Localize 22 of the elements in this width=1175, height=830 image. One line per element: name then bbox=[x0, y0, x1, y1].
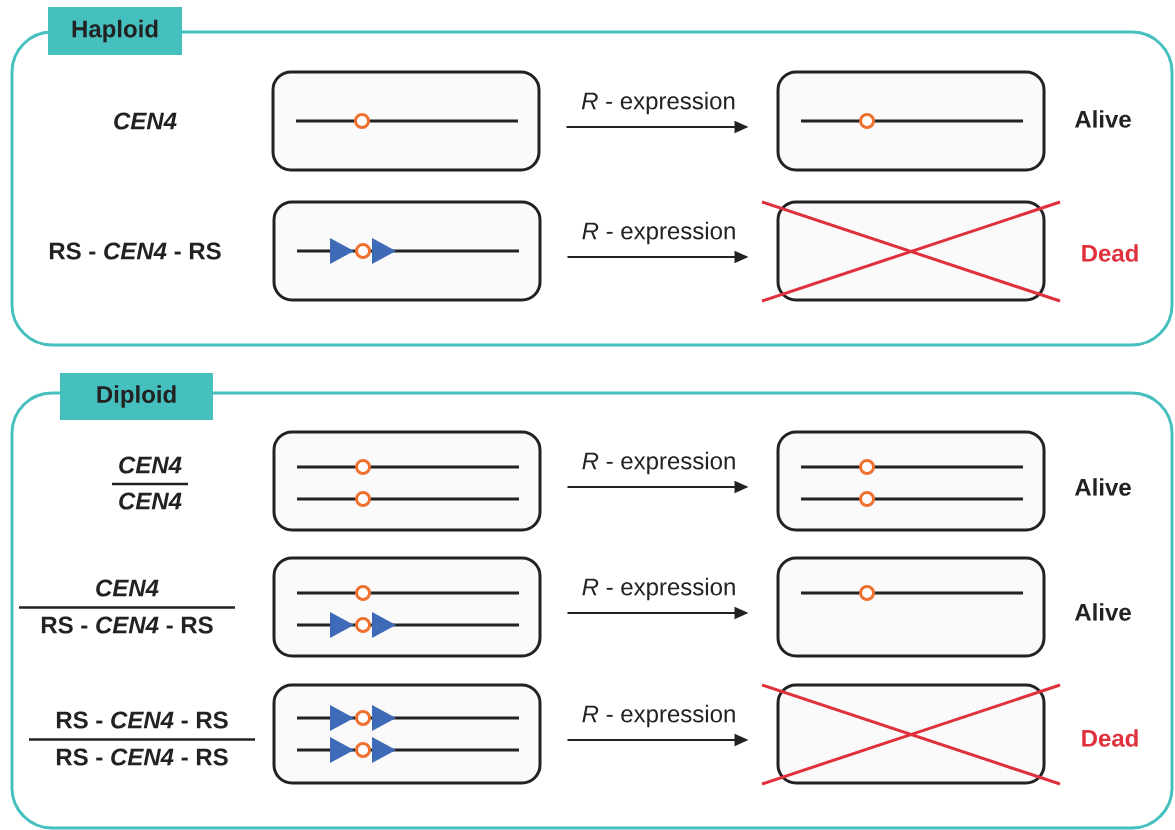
panel-tab: Diploid bbox=[60, 373, 213, 420]
genotype-label: CEN4 bbox=[114, 112, 177, 130]
genotype-label: CEN4 bbox=[96, 579, 159, 597]
panel-tab: Haploid bbox=[48, 7, 182, 55]
edge-label: R - expression bbox=[580, 90, 737, 116]
genotype-label: RS - CEN4 - RS bbox=[56, 748, 228, 766]
edge-label: R - expression bbox=[580, 450, 738, 476]
genotype-label: CEN4 bbox=[119, 456, 182, 474]
edge-label: R - expression bbox=[580, 220, 738, 246]
genotype-label: RS - CEN4 - RS bbox=[49, 242, 221, 260]
status-label: Dead bbox=[1082, 729, 1138, 747]
status-label: Alive bbox=[1074, 603, 1131, 621]
status-label: Alive bbox=[1074, 110, 1131, 128]
edge-label: R - expression bbox=[580, 703, 738, 729]
edge-label: R - expression bbox=[580, 576, 738, 602]
status-label: Dead bbox=[1082, 244, 1138, 262]
genotype-label: RS - CEN4 - RS bbox=[41, 616, 213, 634]
status-label: Alive bbox=[1074, 478, 1131, 496]
panel bbox=[10, 373, 1174, 830]
genotype-label: CEN4 bbox=[119, 492, 182, 510]
panel bbox=[10, 7, 1174, 347]
genotype-label: RS - CEN4 - RS bbox=[56, 711, 228, 729]
